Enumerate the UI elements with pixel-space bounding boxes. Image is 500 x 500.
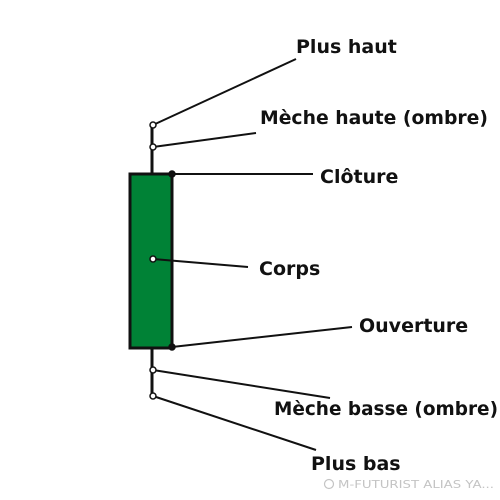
anchor-upper-wick xyxy=(149,143,157,151)
leader-upper-wick xyxy=(152,132,257,148)
anchor-body xyxy=(149,255,157,263)
anchor-lower-wick xyxy=(149,366,157,374)
anchor-close xyxy=(168,170,176,178)
label-lower-wick: Mèche basse (ombre) xyxy=(274,398,498,420)
label-high: Plus haut xyxy=(296,36,397,58)
watermark: M-FUTURIST ALIAS YA... xyxy=(323,478,494,491)
label-low: Plus bas xyxy=(311,453,401,475)
leader-body xyxy=(152,258,249,268)
watermark-icon xyxy=(323,478,335,490)
anchor-high xyxy=(149,121,157,129)
anchor-open xyxy=(168,343,176,351)
leader-open xyxy=(171,326,353,348)
anchor-low xyxy=(149,392,157,400)
label-close: Clôture xyxy=(320,166,398,188)
leader-high xyxy=(152,58,297,126)
label-open: Ouverture xyxy=(359,315,468,337)
watermark-text: M-FUTURIST ALIAS YA... xyxy=(338,478,494,491)
leader-lower-wick xyxy=(152,369,331,399)
label-body: Corps xyxy=(259,258,320,280)
leader-low xyxy=(152,395,317,451)
label-upper-wick: Mèche haute (ombre) xyxy=(260,107,488,129)
